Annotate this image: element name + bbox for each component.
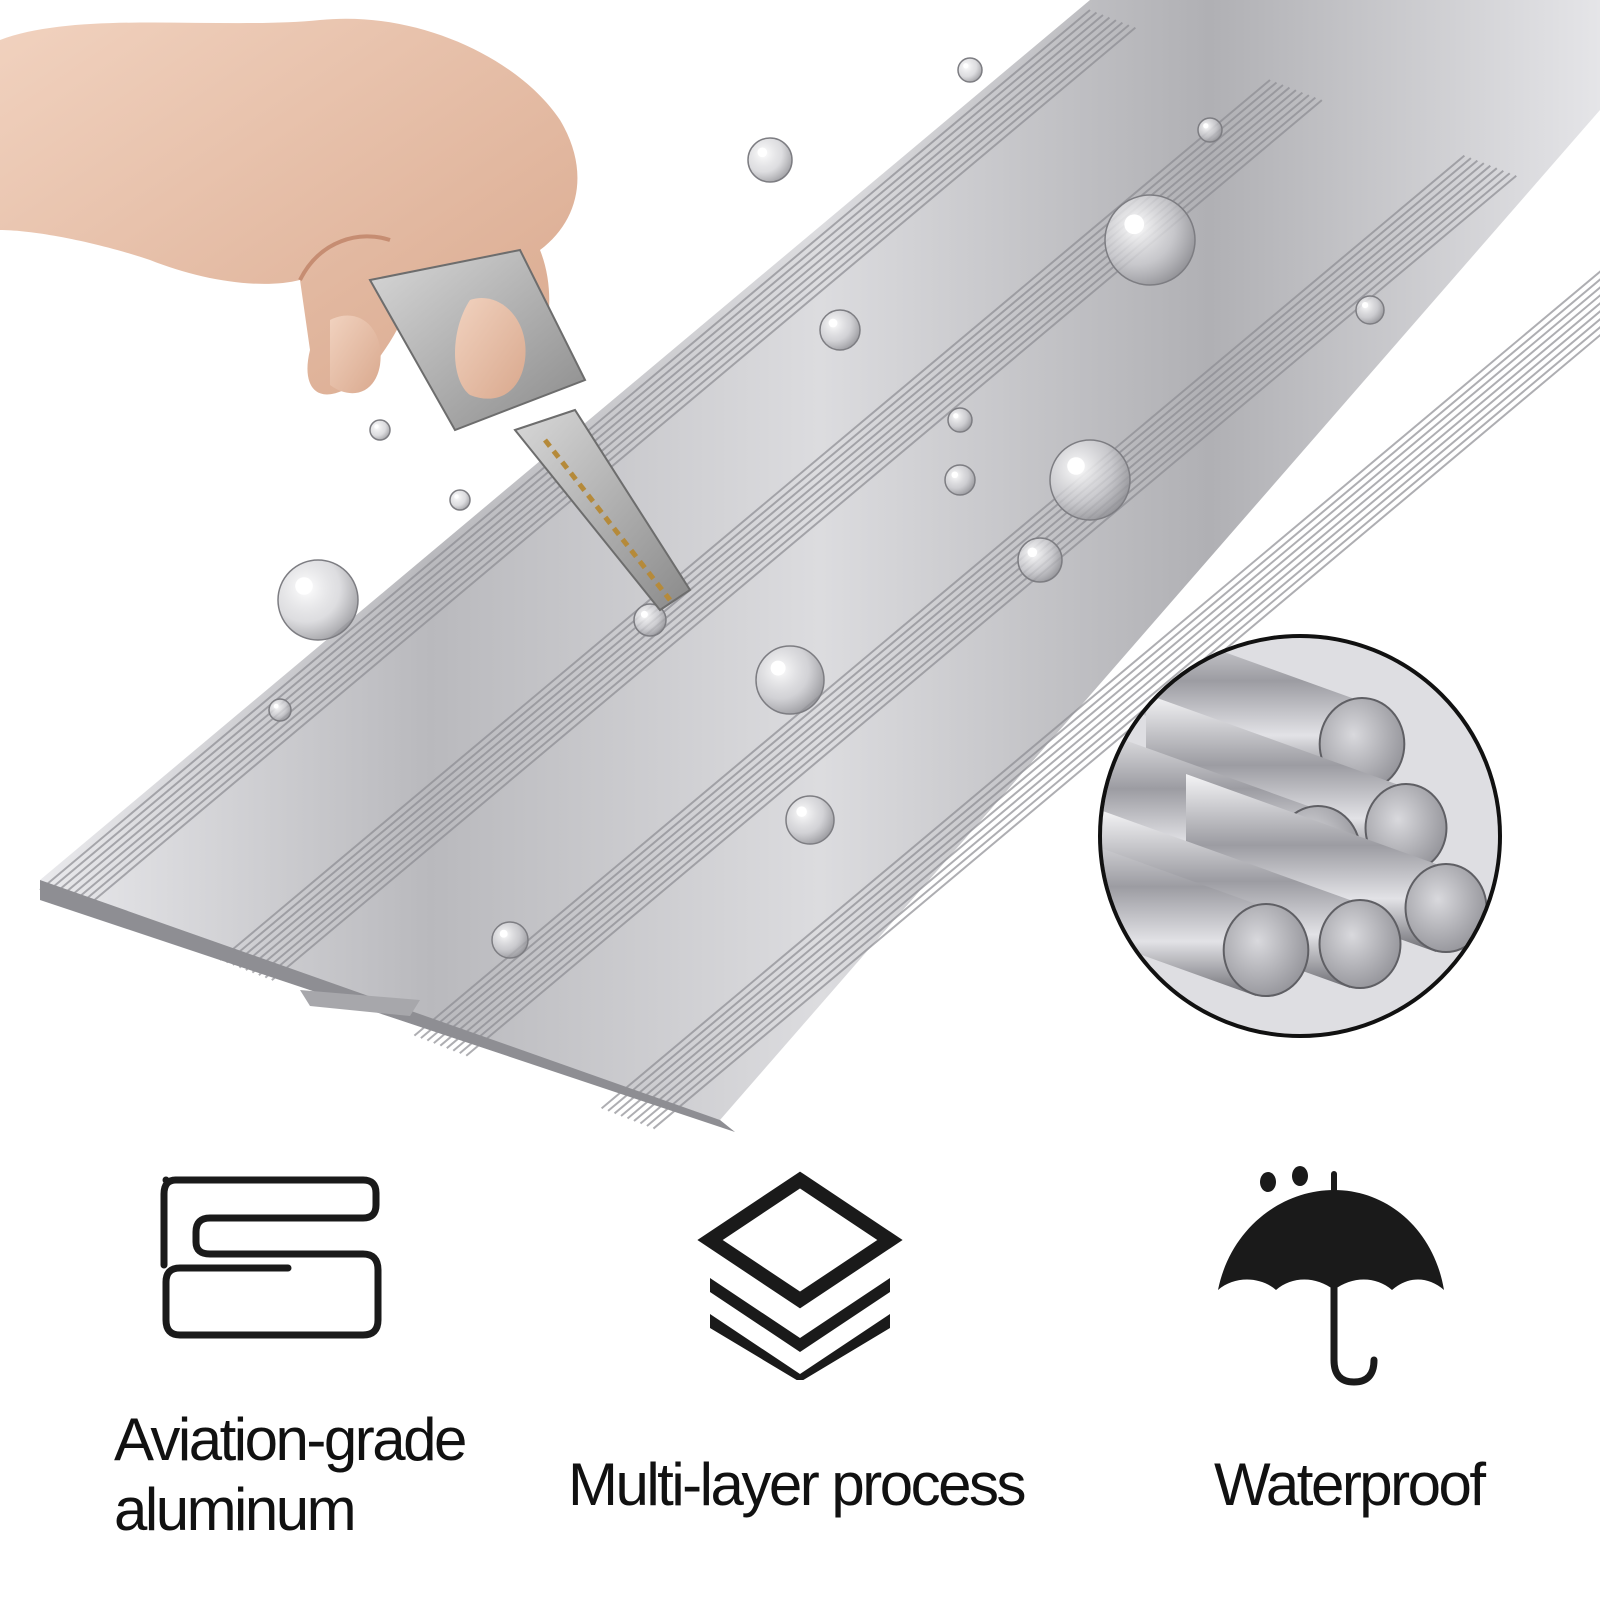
feature-aviation-grade-aluminum: Aviation-grade aluminum [0, 1150, 560, 1600]
feature-label-waterproof: Waterproof [1214, 1451, 1486, 1518]
feature-waterproof: Waterproof [1120, 1150, 1600, 1600]
hero-illustration [0, 0, 1600, 1132]
aluminum-rods-inset [1098, 634, 1502, 1038]
hand-with-key [0, 18, 692, 612]
aluminum-profile-icon [160, 1176, 382, 1339]
umbrella-icon [1218, 1166, 1444, 1386]
layers-icon [697, 1171, 903, 1380]
feature-multi-layer-process: Multi-layer process [560, 1150, 1080, 1600]
water-drops [268, 57, 1385, 959]
feature-label-aluminum: Aviation-grade aluminum [114, 1406, 467, 1543]
feature-label-layers: Multi-layer process [568, 1451, 1026, 1518]
